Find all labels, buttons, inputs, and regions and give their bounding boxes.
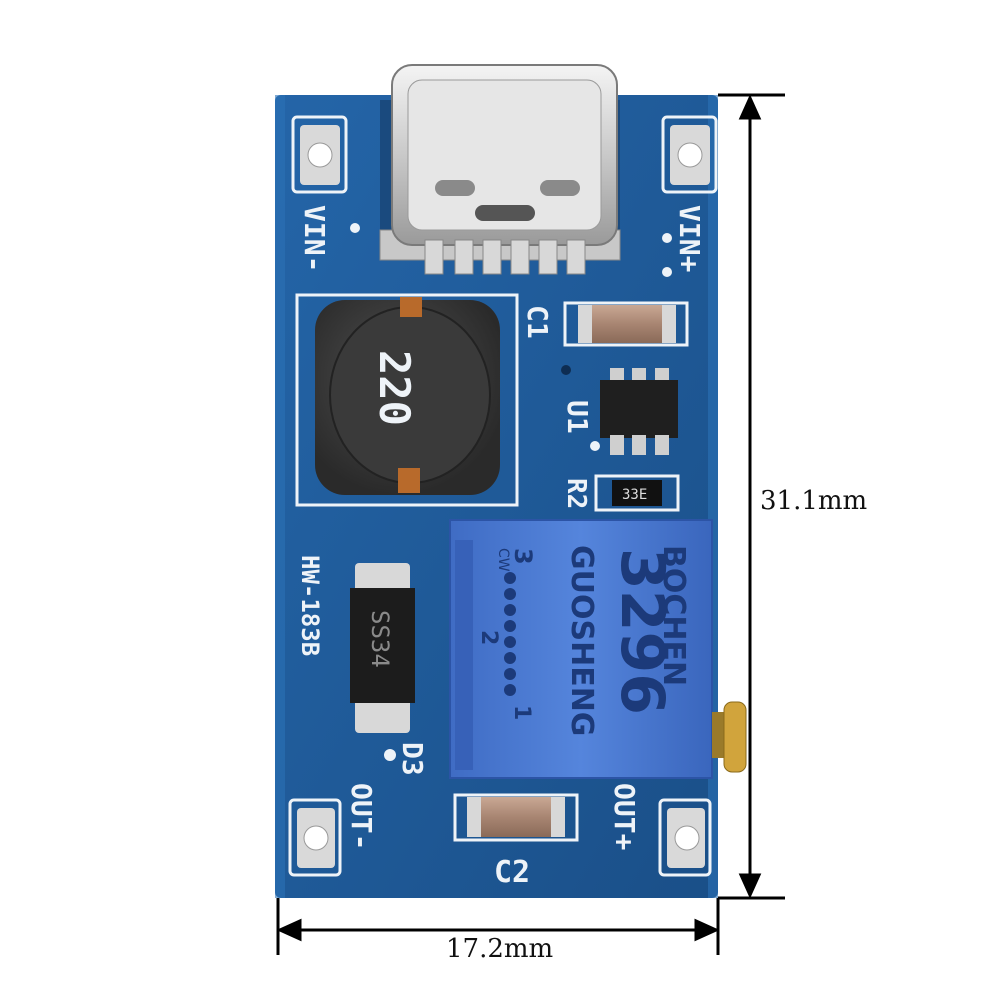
width-dimension: [276, 898, 720, 955]
pot-maker: GUOSHENG: [564, 545, 599, 736]
inductor-marking: 220: [370, 350, 419, 426]
diode-d3: SS34: [350, 563, 415, 733]
vin-plus-pad: [661, 115, 718, 194]
inductor: 220: [295, 293, 519, 507]
pot-pin1: 1: [509, 705, 534, 720]
pot-screw: [712, 701, 747, 773]
resistor-r2: 33E: [594, 474, 680, 512]
width-dimension-label: 17.2mm: [446, 934, 554, 964]
label-vin-minus: VIN-: [298, 205, 331, 272]
ic-u1: [600, 368, 678, 455]
pot-pin3: 3: [509, 548, 537, 565]
label-out-minus: OUT-: [345, 783, 378, 850]
label-out-plus: OUT+: [608, 783, 641, 850]
label-c1: C1: [521, 305, 554, 339]
capacitor-c2: [453, 793, 579, 842]
pot-brand: BOCHEN: [656, 545, 691, 686]
out-minus-pad: [288, 798, 342, 877]
diode-marking: SS34: [366, 610, 394, 668]
potentiometer: BOCHEN 3296 GUOSHENG 3 CW 1 2: [449, 519, 713, 779]
label-vin-plus: VIN+: [673, 205, 706, 272]
resistor-marking: 33E: [622, 487, 647, 503]
pot-cw: CW: [495, 548, 511, 572]
capacitor-c1: [563, 301, 689, 347]
pot-coil-icon: [504, 572, 516, 696]
usb-c-connector: [379, 64, 621, 275]
out-plus-pad: [658, 798, 712, 877]
pot-pin2: 2: [476, 630, 501, 645]
vin-minus-pad: [291, 115, 348, 194]
board-id: HW-183B: [296, 555, 324, 656]
pot-model: 3296: [607, 548, 677, 715]
height-dimension-label: 31.1mm: [760, 486, 868, 516]
label-c2: C2: [494, 855, 530, 890]
label-u1: U1: [561, 400, 594, 434]
height-dimension: [718, 93, 785, 900]
label-d3: D3: [396, 742, 429, 776]
label-r2: R2: [561, 478, 591, 509]
